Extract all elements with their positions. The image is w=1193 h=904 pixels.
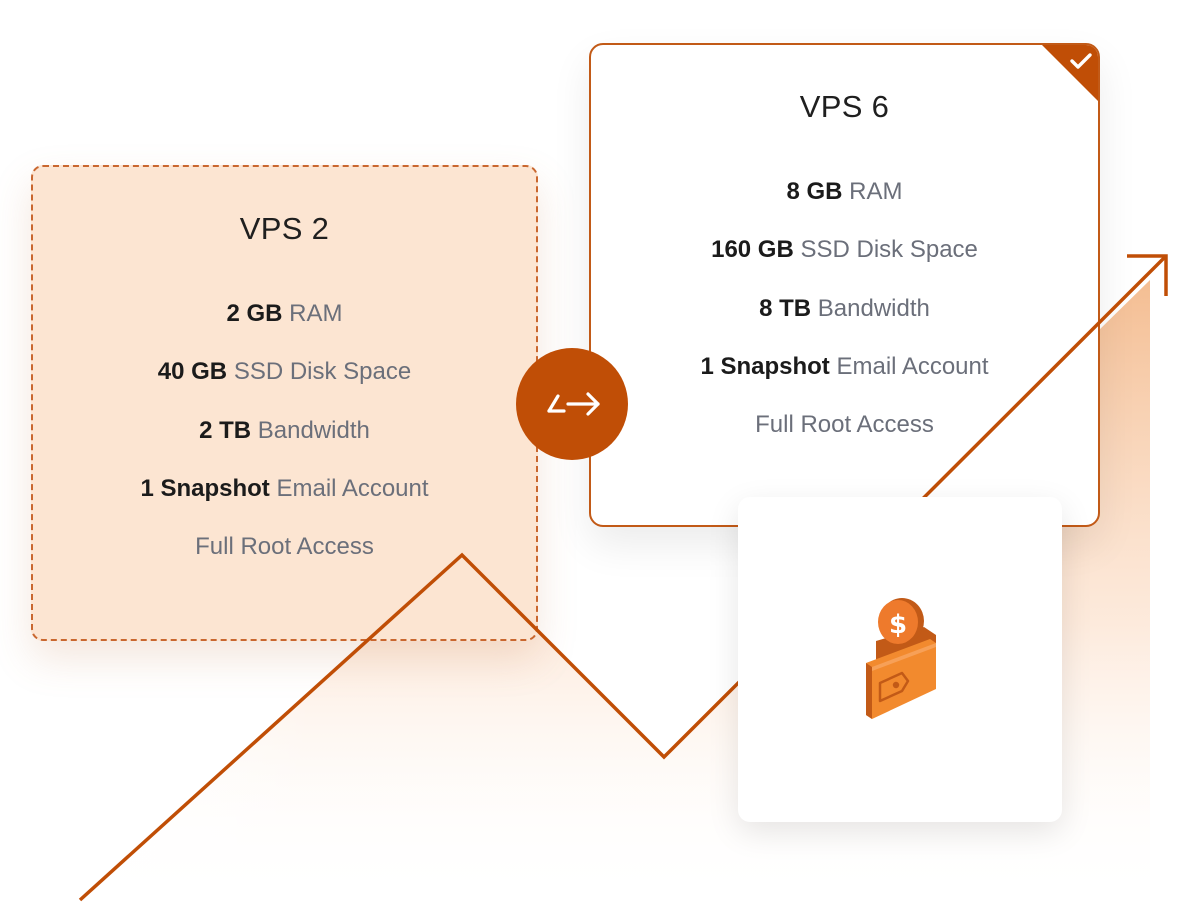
feature-label: Email Account bbox=[276, 474, 429, 502]
feature-disk: 160 GB SSD Disk Space bbox=[591, 236, 1098, 294]
check-icon bbox=[1070, 53, 1092, 69]
wallet-coin-icon: $ bbox=[866, 598, 936, 719]
feature-value: 2 GB bbox=[226, 300, 283, 327]
feature-value: 1 Snapshot bbox=[140, 474, 270, 502]
selected-badge bbox=[1042, 45, 1098, 101]
feature-email: 1 Snapshot Email Account bbox=[33, 475, 536, 533]
feature-label: Bandwidth bbox=[817, 294, 930, 322]
svg-text:$: $ bbox=[889, 610, 907, 640]
feature-value: 8 TB bbox=[759, 294, 812, 322]
upgraded-plan-features: 8 GB RAM 160 GB SSD Disk Space 8 TB Band… bbox=[591, 178, 1098, 469]
feature-label: SSD Disk Space bbox=[800, 236, 978, 264]
feature-label: Email Account bbox=[836, 352, 989, 380]
feature-value: 1 Snapshot bbox=[700, 352, 830, 380]
swap-plans-button[interactable] bbox=[516, 348, 628, 460]
upgraded-plan-title: VPS 6 bbox=[799, 89, 890, 124]
feature-value: 2 TB bbox=[199, 416, 252, 444]
feature-label: Full Root Access bbox=[755, 411, 934, 439]
upgraded-plan-card[interactable]: VPS 6 8 GB RAM 160 GB SSD Disk Space 8 T… bbox=[589, 43, 1100, 527]
current-plan-title: VPS 2 bbox=[239, 211, 330, 246]
feature-label: SSD Disk Space bbox=[233, 358, 412, 386]
feature-bandwidth: 8 TB Bandwidth bbox=[591, 295, 1098, 353]
feature-root-access: Full Root Access bbox=[33, 533, 536, 591]
feature-ram: 8 GB RAM bbox=[591, 178, 1098, 236]
feature-email: 1 Snapshot Email Account bbox=[591, 353, 1098, 411]
wallet-card: $ bbox=[738, 497, 1062, 822]
feature-label: RAM bbox=[289, 300, 343, 327]
feature-value: 40 GB bbox=[157, 358, 228, 386]
feature-label: RAM bbox=[849, 178, 903, 205]
current-plan-features: 2 GB RAM 40 GB SSD Disk Space 2 TB Bandw… bbox=[33, 300, 536, 591]
feature-disk: 40 GB SSD Disk Space bbox=[33, 358, 536, 416]
feature-value: 160 GB bbox=[711, 236, 794, 264]
feature-root-access: Full Root Access bbox=[591, 411, 1098, 469]
feature-ram: 2 GB RAM bbox=[33, 300, 536, 358]
feature-value: 8 GB bbox=[786, 178, 843, 205]
feature-label: Full Root Access bbox=[195, 533, 374, 561]
feature-label: Bandwidth bbox=[257, 416, 370, 444]
swap-arrows-icon bbox=[547, 392, 600, 416]
current-plan-card[interactable]: VPS 2 2 GB RAM 40 GB SSD Disk Space 2 TB… bbox=[31, 165, 538, 641]
feature-bandwidth: 2 TB Bandwidth bbox=[33, 417, 536, 475]
